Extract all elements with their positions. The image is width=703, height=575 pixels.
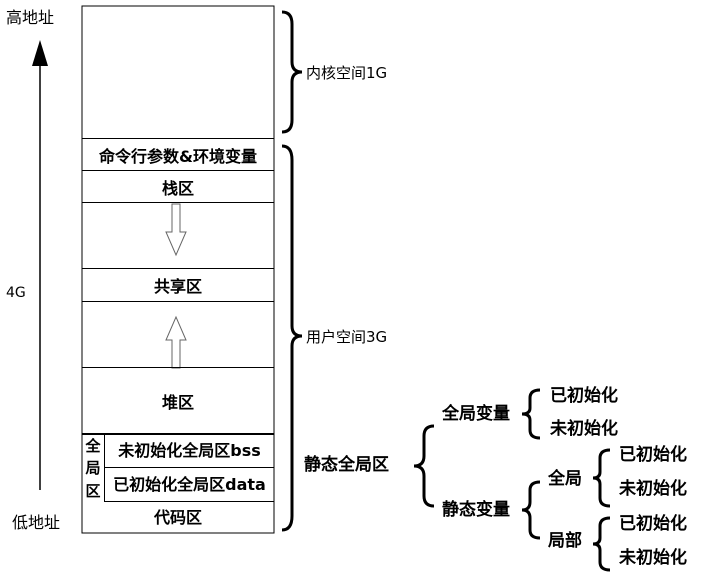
global-area-divider: [82, 434, 274, 435]
stack-block: 栈区: [82, 171, 274, 203]
global-var-initialized: 已初始化: [550, 386, 618, 406]
static-local-initialized: 已初始化: [619, 514, 687, 534]
high-address-label: 高地址: [6, 8, 55, 27]
global-area-char-3: 区: [85, 482, 101, 501]
code-block: 代码区: [82, 502, 274, 533]
shared-block: 共享区: [82, 269, 274, 302]
total-size-label: 4G: [6, 285, 26, 301]
global-var-label: 全局变量: [442, 404, 510, 424]
bss-label: 未初始化全局区bss: [118, 440, 261, 460]
data-block: 已初始化全局区data: [105, 468, 274, 502]
cmdline-env-block: 命令行参数&环境变量: [82, 139, 274, 171]
global-area-char-2: 局: [85, 459, 101, 478]
stack-growth-gap: [82, 203, 274, 269]
code-label: 代码区: [153, 507, 202, 527]
user-space-label: 用户空间3G: [306, 328, 388, 346]
cmdline-env-label: 命令行参数&环境变量: [99, 146, 257, 166]
kernel-space-block: [82, 6, 274, 139]
static-global-label: 全局: [548, 469, 582, 489]
shared-label: 共享区: [153, 277, 202, 296]
bss-block: 未初始化全局区bss: [105, 434, 274, 468]
static-area-root-label: 静态全局区: [304, 455, 389, 475]
heap-block: 堆区: [82, 368, 274, 434]
kernel-space-label: 内核空间1G: [306, 64, 388, 82]
heap-label: 堆区: [161, 392, 194, 412]
global-var-uninitialized: 未初始化: [550, 419, 618, 439]
heap-growth-gap: [82, 302, 274, 368]
static-global-initialized: 已初始化: [619, 445, 687, 465]
static-local-uninitialized: 未初始化: [619, 548, 687, 568]
stack-label: 栈区: [161, 178, 194, 198]
static-local-label: 局部: [548, 531, 582, 551]
global-area-label: 全 局 区: [82, 434, 105, 502]
global-area-char-1: 全: [85, 436, 101, 455]
low-address-label: 低地址: [12, 513, 61, 532]
static-global-uninitialized: 未初始化: [619, 479, 687, 499]
data-label: 已初始化全局区data: [113, 474, 266, 494]
static-var-label: 静态变量: [442, 500, 510, 520]
